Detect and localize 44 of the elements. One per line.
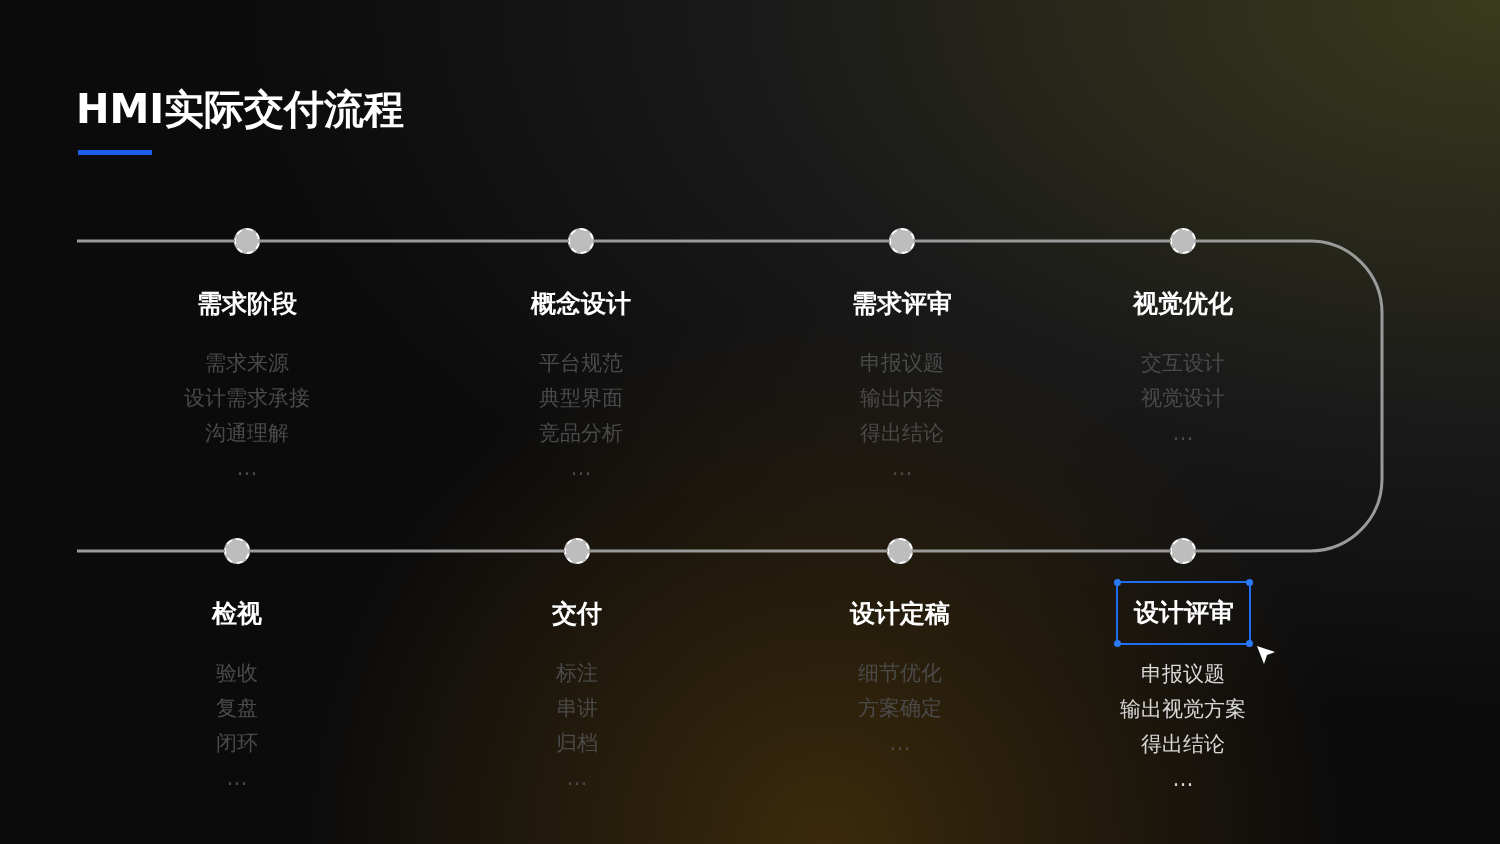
stage-item: 细节优化: [858, 660, 942, 687]
stage-heading: 检视: [212, 598, 262, 630]
stage-item: 平台规范: [539, 350, 623, 377]
stage-item: …: [891, 455, 913, 482]
stage-heading: 视觉优化: [1133, 288, 1233, 320]
stage-item: …: [1172, 420, 1194, 447]
page-title: HMI实际交付流程: [76, 85, 405, 134]
stage-item: 得出结论: [1141, 731, 1225, 758]
stage-item: 归档: [556, 730, 598, 757]
stage-item: 闭环: [216, 730, 258, 757]
timeline-line: [77, 549, 225, 553]
stage-item: 输出视觉方案: [1120, 696, 1246, 723]
stage-heading: 交付: [552, 598, 602, 630]
stage-item: 竞品分析: [539, 420, 623, 447]
stage-item: …: [226, 765, 248, 792]
stage-item: 复盘: [216, 695, 258, 722]
stage-item: …: [1172, 766, 1194, 793]
timeline-line: [77, 239, 235, 243]
stage-item: 沟通理解: [205, 420, 289, 447]
timeline-line: [1195, 239, 1384, 553]
timeline-line: [589, 549, 888, 553]
stage-item: 方案确定: [858, 695, 942, 722]
stage-item: …: [889, 730, 911, 757]
timeline-line: [912, 549, 1171, 553]
stage-item: 需求来源: [205, 350, 289, 377]
stage-item: …: [570, 455, 592, 482]
timeline-line: [249, 549, 565, 553]
stage-heading: 需求评审: [852, 288, 952, 320]
timeline-line: [593, 239, 890, 243]
timeline-line: [259, 239, 569, 243]
stage-item: …: [566, 765, 588, 792]
stage-item: …: [236, 455, 258, 482]
selected-heading-box: 设计评审: [1116, 581, 1251, 645]
stage-item: 设计需求承接: [184, 385, 310, 412]
timeline-line: [914, 239, 1171, 243]
stage-heading: 需求阶段: [197, 288, 297, 320]
stage-heading: 设计定稿: [850, 598, 950, 630]
stage-item: 得出结论: [860, 420, 944, 447]
stage-item: 验收: [216, 660, 258, 687]
stage-item: 标注: [556, 660, 598, 687]
stage-item: 申报议题: [1141, 661, 1225, 688]
stage-heading: 概念设计: [531, 288, 631, 320]
stage-item: 串讲: [556, 695, 598, 722]
stage-item: 典型界面: [539, 385, 623, 412]
